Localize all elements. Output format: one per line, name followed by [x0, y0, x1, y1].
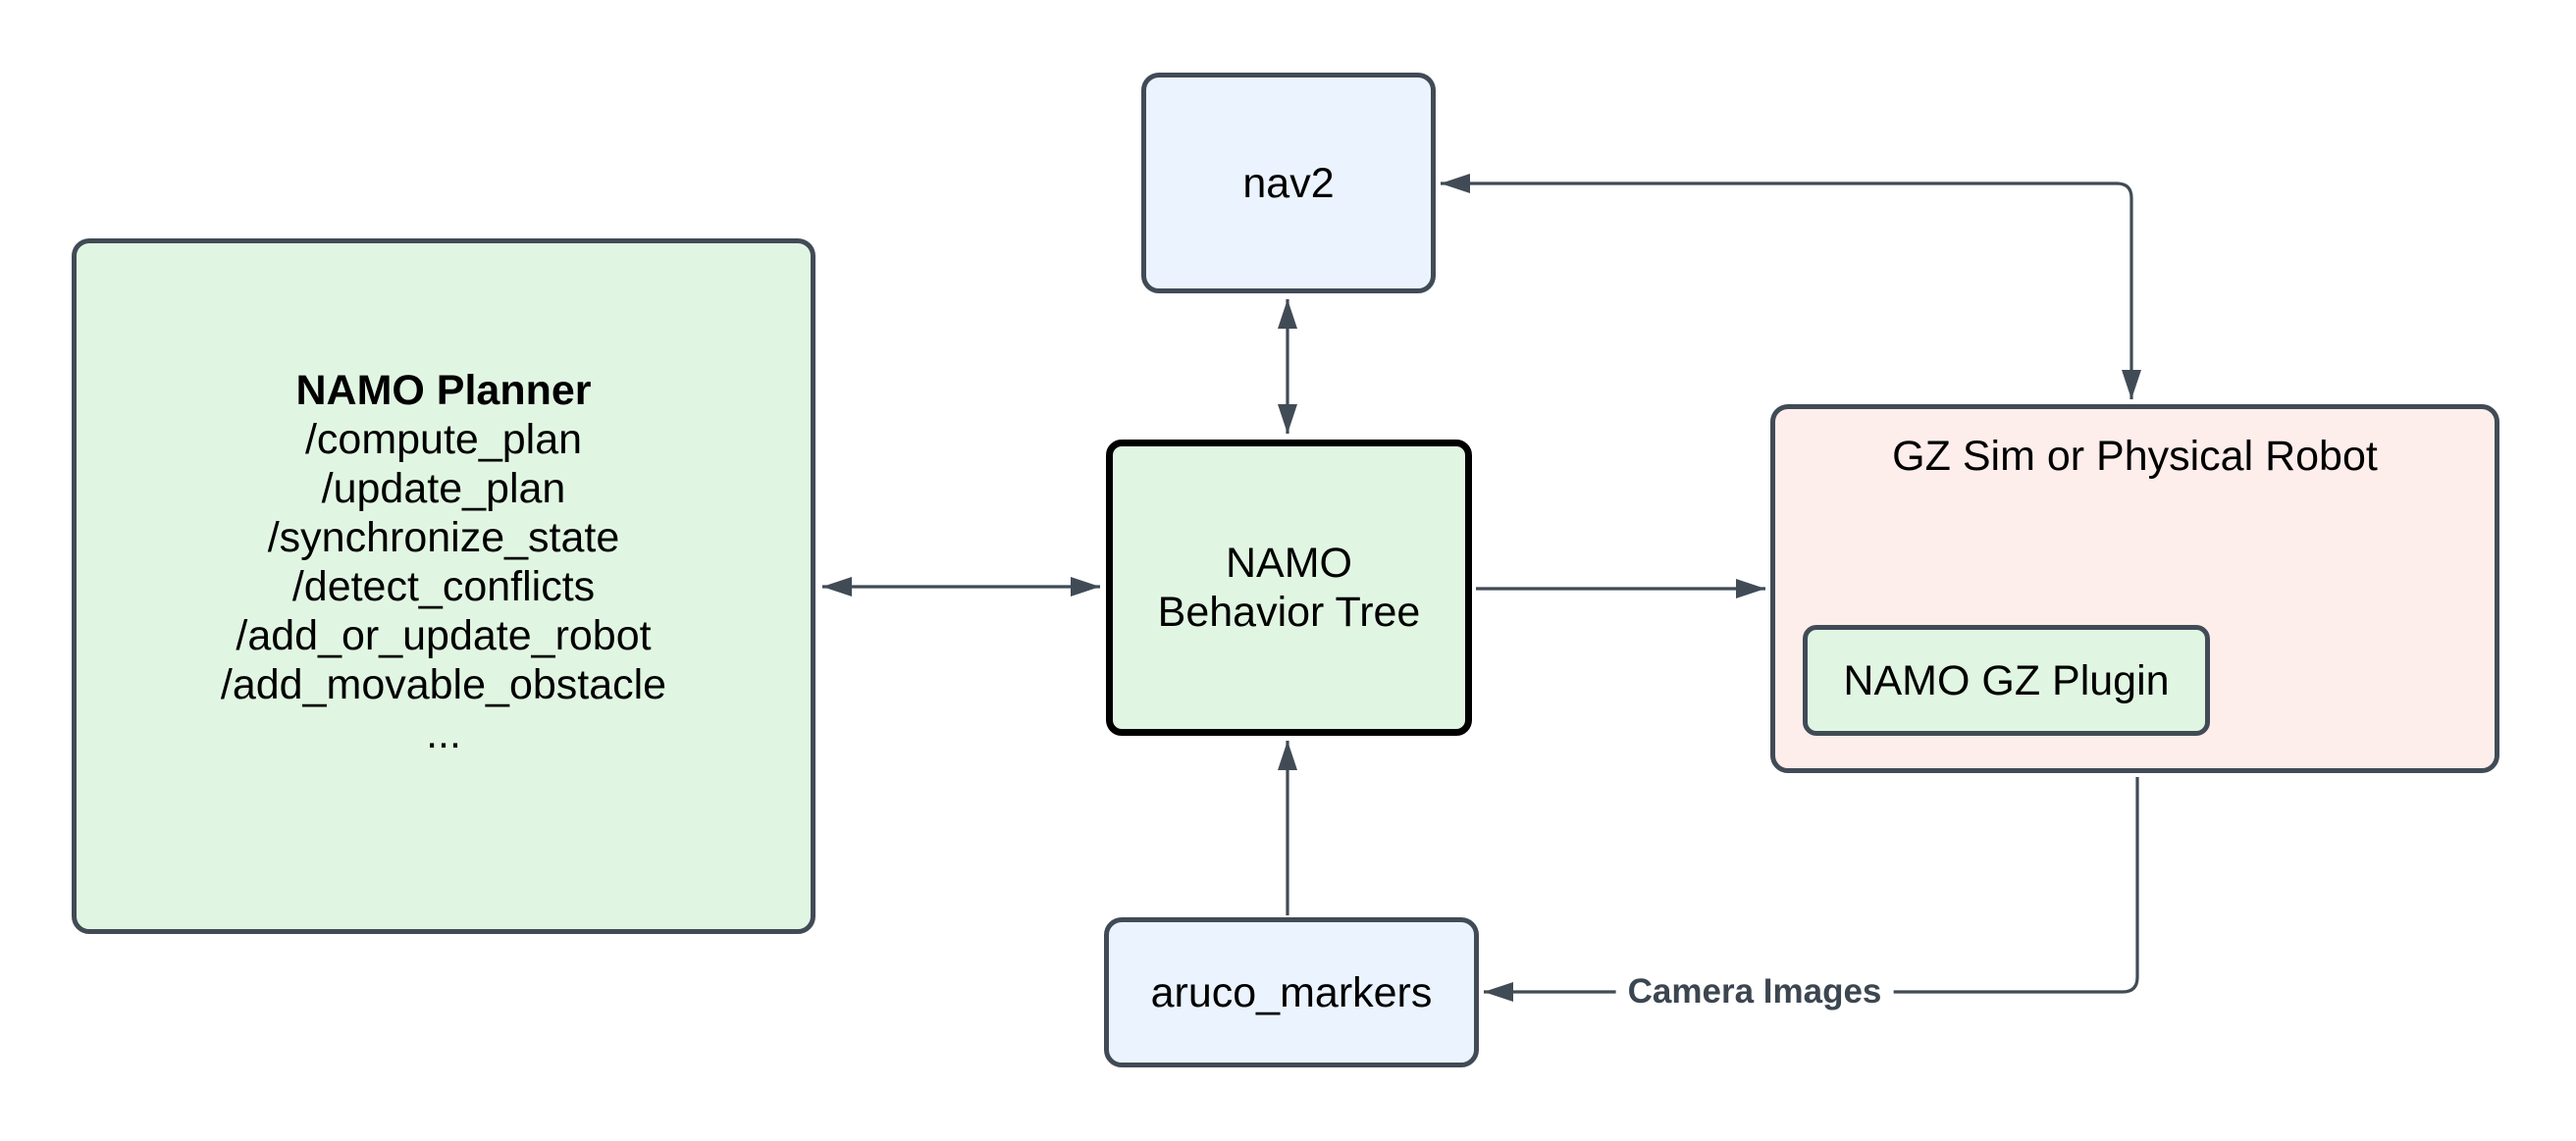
planner-service: /compute_plan	[304, 415, 583, 463]
nav2-node: nav2	[1141, 73, 1436, 293]
planner-service: /detect_conflicts	[291, 562, 596, 610]
planner-service: /synchronize_state	[267, 513, 620, 561]
namo-planner-text: NAMO Planner /compute_plan /update_plan …	[221, 366, 666, 758]
nav2-label: nav2	[1242, 159, 1335, 207]
planner-service: /add_movable_obstacle	[220, 660, 667, 708]
aruco-markers-label: aruco_markers	[1150, 968, 1433, 1016]
aruco-markers-node: aruco_markers	[1104, 917, 1479, 1067]
namo-planner-title: NAMO Planner	[295, 366, 592, 414]
edge-gz-sim-aruco-camera	[1484, 777, 2139, 1002]
namo-behavior-tree-node: NAMO Behavior Tree	[1106, 440, 1472, 736]
namo-planner-node: NAMO Planner /compute_plan /update_plan …	[72, 238, 815, 934]
namo-behavior-tree-label: NAMO Behavior Tree	[1157, 540, 1421, 636]
camera-images-edge-label: Camera Images	[1615, 970, 1894, 1013]
planner-service: /add_or_update_robot	[236, 611, 652, 659]
edge-gz-sim-nav2-elbow	[1441, 174, 2141, 399]
planner-service-ellipsis: ...	[426, 709, 461, 757]
namo-gz-plugin-node: NAMO GZ Plugin	[1803, 625, 2210, 736]
namo-gz-plugin-label: NAMO GZ Plugin	[1843, 656, 2170, 704]
planner-service: /update_plan	[321, 464, 566, 512]
gz-sim-label: GZ Sim or Physical Robot	[1892, 433, 2378, 480]
